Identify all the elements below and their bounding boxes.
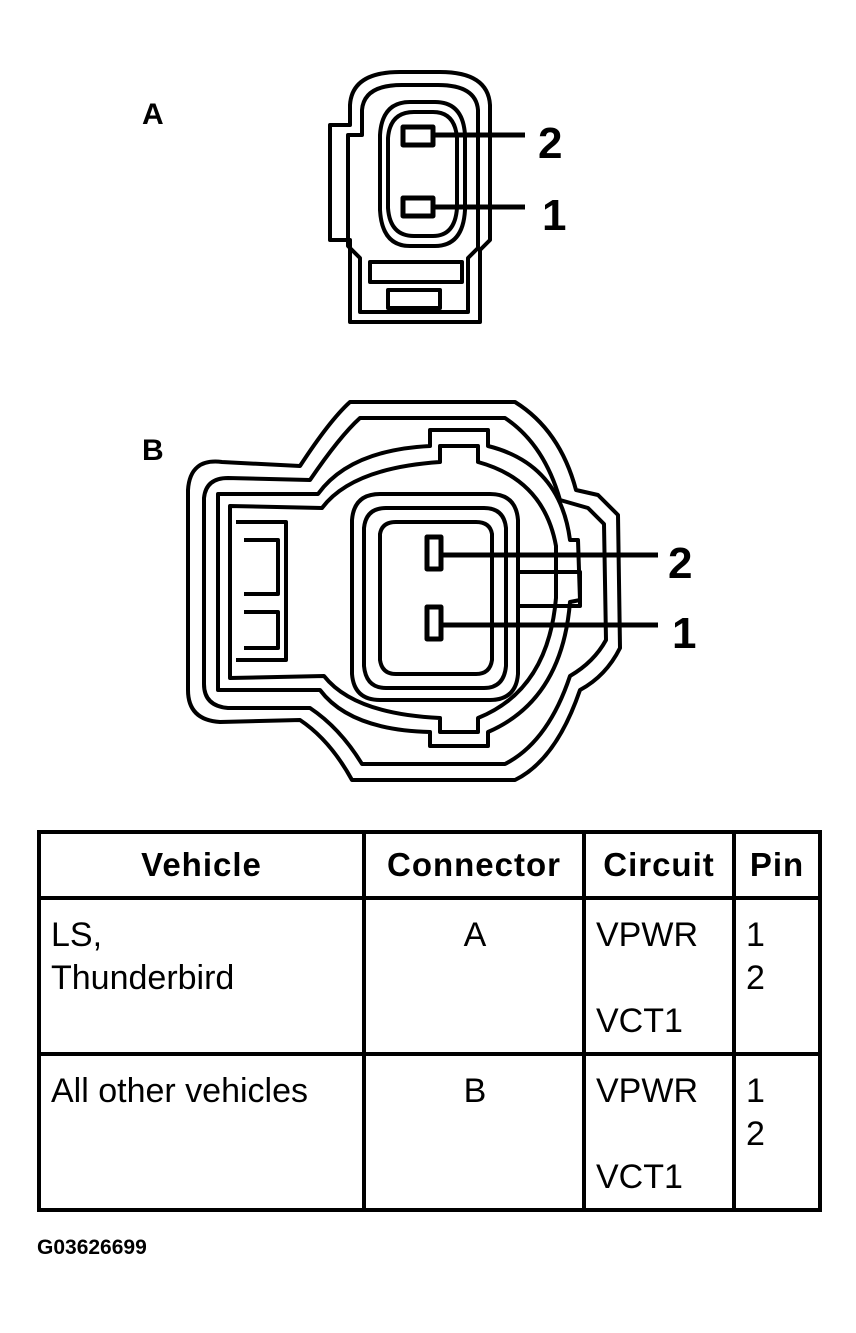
- pin-text: 1: [746, 916, 765, 954]
- connector-a-leaders: [433, 132, 525, 210]
- connector-diagram: 2 1 2 1: [186, 70, 696, 782]
- circuit-text: VPWR: [596, 1072, 698, 1110]
- circuit-text: VCT1: [596, 1158, 683, 1196]
- connector-a-label: A: [142, 98, 164, 131]
- connector-text: B: [463, 1072, 487, 1110]
- connector-b-leaders: [441, 552, 658, 628]
- vehicle-cell: All other vehicles: [37, 1052, 366, 1212]
- connector-text: A: [463, 916, 487, 954]
- connector-b-pin-2-label: 2: [668, 539, 692, 588]
- header-vehicle: Vehicle: [37, 830, 366, 900]
- pin-cell: 1 2: [732, 1052, 822, 1212]
- circuit-text: VCT1: [596, 1002, 683, 1040]
- vehicle-text: Thunderbird: [51, 959, 235, 997]
- pin-cell: 1 2: [732, 896, 822, 1056]
- connector-a-pin-1-label: 1: [542, 191, 566, 240]
- pinout-table: Vehicle Connector Circuit Pin LS, Thunde…: [37, 830, 822, 1212]
- header-pin: Pin: [732, 830, 822, 900]
- vehicle-cell: LS, Thunderbird: [37, 896, 366, 1056]
- connector-b-label: B: [142, 434, 164, 467]
- figure-id-caption: G03626699: [37, 1236, 147, 1259]
- connector-b-pin-1-label: 1: [672, 609, 696, 658]
- connector-cell: B: [362, 1052, 586, 1212]
- table-row: All other vehicles B VPWR VCT1 1 2: [37, 1052, 822, 1212]
- header-circuit: Circuit: [582, 830, 736, 900]
- connector-a-pin-2-label: 2: [538, 119, 562, 168]
- connector-a-drawing: [328, 70, 492, 324]
- pin-text: 2: [746, 959, 765, 997]
- connector-cell: A: [362, 896, 586, 1056]
- pin-text: 2: [746, 1115, 765, 1153]
- table-header-row: Vehicle Connector Circuit Pin: [37, 830, 822, 900]
- vehicle-text: LS,: [51, 916, 103, 954]
- connector-b-drawing: [186, 400, 622, 782]
- vehicle-text: All other vehicles: [51, 1072, 309, 1110]
- circuit-cell: VPWR VCT1: [582, 896, 736, 1056]
- header-connector: Connector: [362, 830, 586, 900]
- pin-text: 1: [746, 1072, 765, 1110]
- table-row: LS, Thunderbird A VPWR VCT1 1 2: [37, 896, 822, 1056]
- circuit-cell: VPWR VCT1: [582, 1052, 736, 1212]
- circuit-text: VPWR: [596, 916, 698, 954]
